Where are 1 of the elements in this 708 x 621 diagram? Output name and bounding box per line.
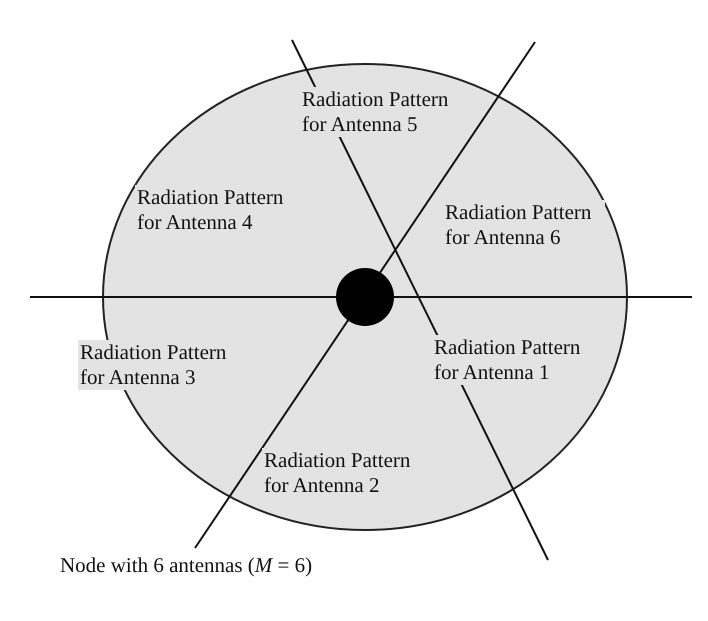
figure-caption: Node with 6 antennas (M = 6) [60, 553, 312, 578]
